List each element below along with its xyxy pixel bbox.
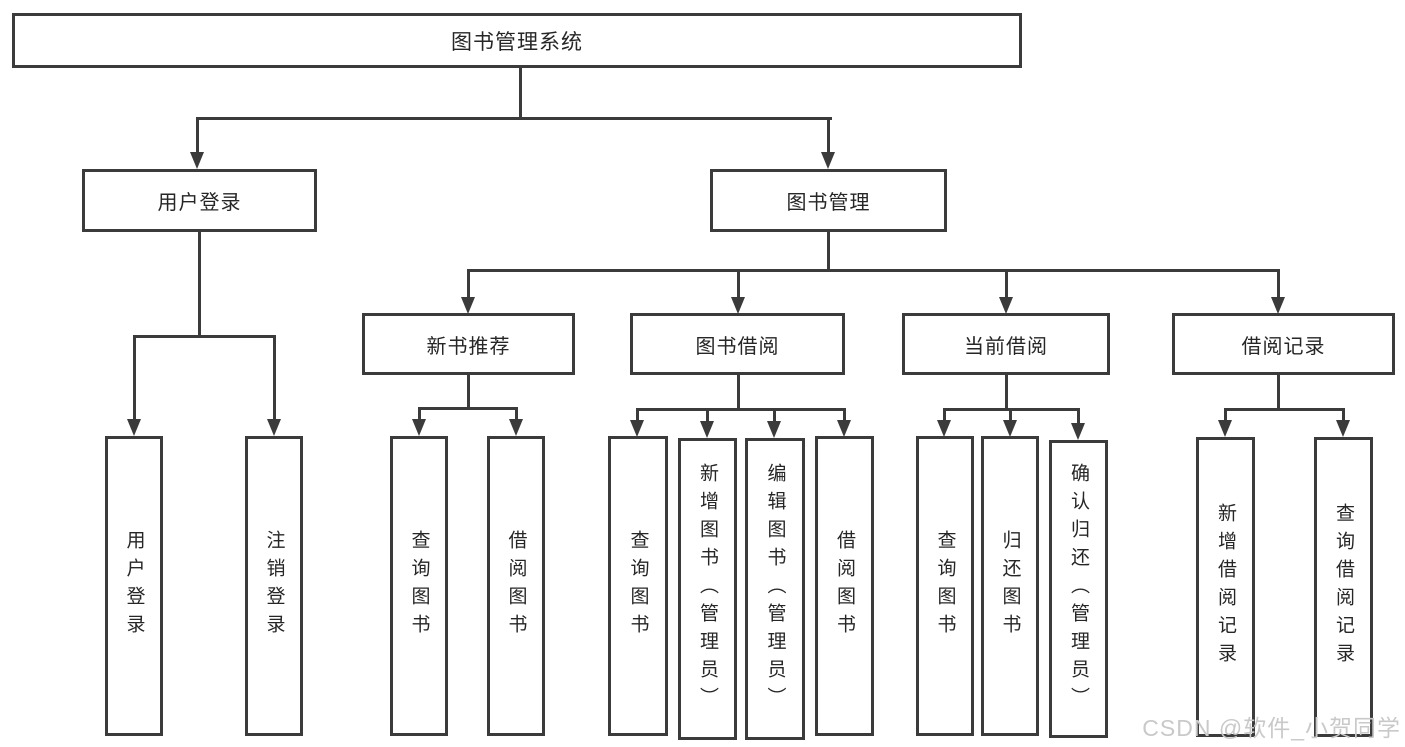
- connector-newbook-branch: [418, 407, 518, 410]
- connector-records-branch: [1224, 408, 1345, 411]
- node-book-management: 图书管理: [710, 169, 947, 232]
- node-leaf-query-books-borrow: 查询图书: [608, 436, 668, 736]
- node-root-label: 图书管理系统: [451, 30, 583, 54]
- node-new-book-recommend-label: 新书推荐: [426, 335, 511, 358]
- node-new-book-recommend: 新书推荐: [362, 313, 575, 375]
- connector-records-stem-1: [1224, 408, 1227, 421]
- node-leaf-query-borrow-record-label: 查询借阅记录: [1333, 503, 1354, 671]
- connector-newbook-trunk: [467, 373, 470, 410]
- connector-userlogin-stem-left: [133, 335, 136, 422]
- node-leaf-add-borrow-record: 新增借阅记录: [1196, 437, 1255, 737]
- connector-root-branch: [196, 117, 832, 120]
- connector-borrow-stem-4: [843, 408, 846, 421]
- node-leaf-user-login-label: 用户登录: [123, 530, 145, 642]
- node-leaf-user-login: 用户登录: [105, 436, 163, 736]
- arrowhead-down-icon: [630, 420, 644, 437]
- connector-borrow-stem-3: [773, 408, 776, 421]
- node-root: 图书管理系统: [12, 13, 1022, 68]
- arrowhead-down-icon: [821, 152, 835, 169]
- node-leaf-return-book-label: 归还图书: [999, 530, 1021, 642]
- node-leaf-add-borrow-record-label: 新增借阅记录: [1215, 503, 1236, 671]
- arrowhead-down-icon: [937, 420, 951, 437]
- arrowhead-down-icon: [1003, 420, 1017, 437]
- csdn-watermark: CSDN @软件_小贺同学: [1142, 715, 1401, 741]
- node-leaf-add-book-admin-label: 新增图书（管理员）: [697, 463, 718, 715]
- node-book-borrow: 图书借阅: [630, 313, 845, 375]
- connector-current-stem-2: [1009, 408, 1012, 421]
- arrowhead-down-icon: [837, 420, 851, 437]
- node-leaf-borrow-books-borrow: 借阅图书: [815, 436, 874, 736]
- connector-root-stem-left: [196, 117, 199, 155]
- node-user-login-label: 用户登录: [157, 192, 242, 214]
- node-user-login: 用户登录: [82, 169, 317, 232]
- arrowhead-down-icon: [267, 419, 281, 436]
- connector-current-trunk: [1005, 373, 1008, 411]
- node-leaf-query-borrow-record: 查询借阅记录: [1314, 437, 1373, 737]
- node-current-borrow: 当前借阅: [902, 313, 1110, 375]
- connector-borrow-branch: [636, 408, 846, 411]
- connector-userlogin-stem-right: [273, 335, 276, 422]
- node-book-borrow-label: 图书借阅: [695, 335, 780, 358]
- connector-records-stem-2: [1342, 408, 1345, 421]
- connector-root-stem-right: [827, 117, 830, 155]
- arrowhead-down-icon: [1271, 297, 1285, 314]
- arrowhead-down-icon: [461, 297, 475, 314]
- arrowhead-down-icon: [1071, 423, 1085, 440]
- node-leaf-query-books-borrow-label: 查询图书: [627, 530, 649, 642]
- connector-newbook-stem-2: [515, 407, 518, 421]
- node-leaf-borrow-books-recommend-label: 借阅图书: [505, 530, 527, 642]
- arrowhead-down-icon: [190, 152, 204, 169]
- connector-bookmgmt-stem-1: [467, 269, 470, 300]
- arrowhead-down-icon: [1218, 420, 1232, 437]
- connector-borrow-stem-2: [706, 408, 709, 421]
- node-leaf-query-books-recommend: 查询图书: [390, 436, 448, 736]
- arrowhead-down-icon: [127, 419, 141, 436]
- arrowhead-down-icon: [731, 297, 745, 314]
- connector-userlogin-branch: [133, 335, 276, 338]
- node-current-borrow-label: 当前借阅: [964, 335, 1048, 358]
- connector-current-stem-3: [1077, 408, 1080, 424]
- arrowhead-down-icon: [1336, 420, 1350, 437]
- connector-borrow-stem-1: [636, 408, 639, 421]
- connector-borrow-trunk: [737, 373, 740, 411]
- node-leaf-return-book: 归还图书: [981, 436, 1039, 736]
- node-leaf-borrow-books-recommend: 借阅图书: [487, 436, 545, 736]
- connector-newbook-stem-1: [418, 407, 421, 421]
- connector-root-trunk: [519, 67, 522, 119]
- connector-current-stem-1: [943, 408, 946, 421]
- node-book-management-label: 图书管理: [786, 192, 871, 214]
- node-leaf-query-books-current-label: 查询图书: [934, 530, 956, 642]
- connector-bookmgmt-trunk: [827, 231, 830, 272]
- connector-bookmgmt-stem-2: [737, 269, 740, 300]
- arrowhead-down-icon: [999, 297, 1013, 314]
- connector-records-trunk: [1277, 373, 1280, 411]
- arrowhead-down-icon: [412, 419, 426, 436]
- arrowhead-down-icon: [700, 421, 714, 438]
- node-leaf-confirm-return-admin: 确认归还（管理员）: [1049, 440, 1108, 738]
- node-leaf-edit-book-admin: 编辑图书（管理员）: [745, 438, 805, 740]
- node-borrow-records: 借阅记录: [1172, 313, 1395, 375]
- node-leaf-query-books-recommend-label: 查询图书: [408, 530, 430, 642]
- node-leaf-logout: 注销登录: [245, 436, 303, 736]
- connector-bookmgmt-stem-3: [1005, 269, 1008, 300]
- node-leaf-logout-label: 注销登录: [263, 530, 285, 642]
- node-leaf-confirm-return-admin-label: 确认归还（管理员）: [1068, 463, 1089, 715]
- connector-userlogin-trunk: [198, 231, 201, 337]
- node-leaf-borrow-books-borrow-label: 借阅图书: [834, 530, 855, 642]
- node-leaf-add-book-admin: 新增图书（管理员）: [678, 438, 737, 740]
- node-borrow-records-label: 借阅记录: [1241, 335, 1326, 358]
- node-leaf-edit-book-admin-label: 编辑图书（管理员）: [764, 463, 786, 715]
- arrowhead-down-icon: [767, 421, 781, 438]
- connector-bookmgmt-branch: [467, 269, 1280, 272]
- arrowhead-down-icon: [509, 419, 523, 436]
- connector-bookmgmt-stem-4: [1277, 269, 1280, 300]
- node-leaf-query-books-current: 查询图书: [916, 436, 974, 736]
